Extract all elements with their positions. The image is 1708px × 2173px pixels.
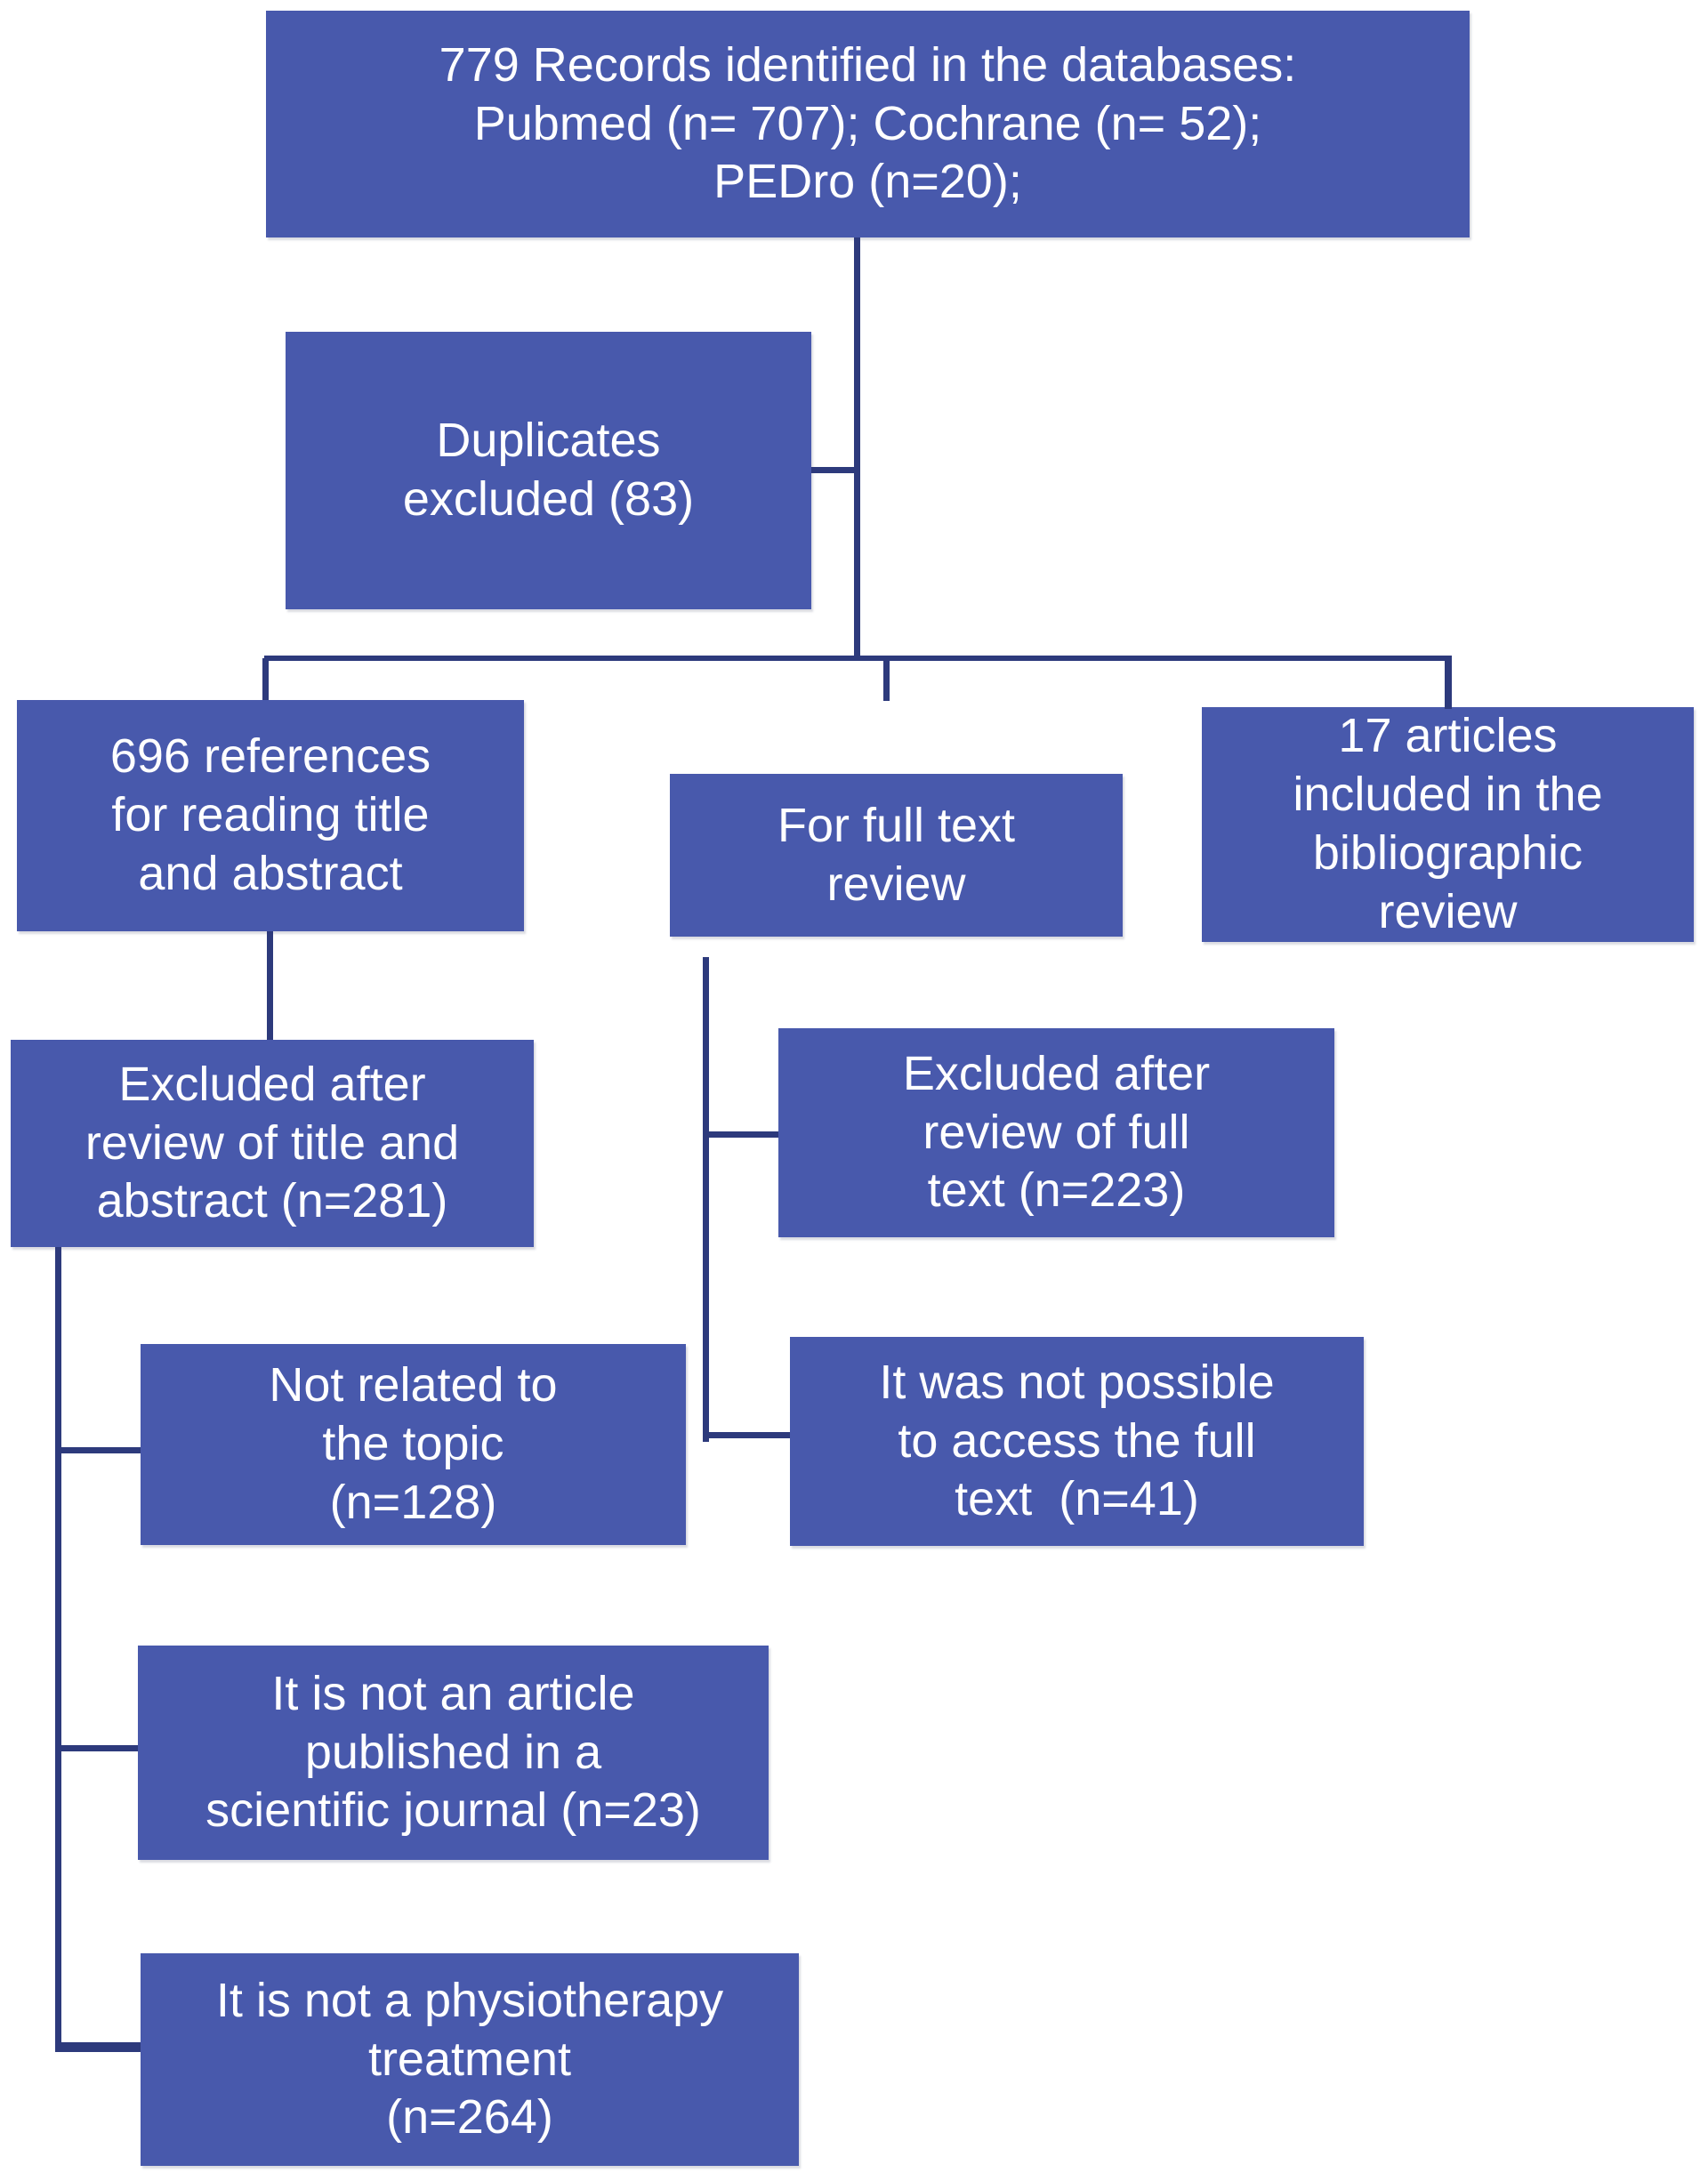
stub-to-articles-included <box>1445 658 1452 709</box>
box-not-scientific-journal: It is not an article published in a scie… <box>138 1646 769 1860</box>
stub-to-full-text-review <box>883 658 890 701</box>
box-excluded-title-abstract: Excluded after review of title and abstr… <box>11 1040 534 1247</box>
elbow-not-physiotherapy <box>55 2042 141 2052</box>
connector-duplicates <box>811 467 860 473</box>
connector-references-to-excluded <box>267 931 273 1040</box>
connector-not-article <box>58 1745 138 1751</box>
box-no-full-text-access: It was not possible to access the full t… <box>790 1337 1364 1546</box>
connector-no-access <box>705 1432 790 1438</box>
box-articles-included: 17 articles included in the bibliographi… <box>1202 707 1694 942</box>
full-text-exclusion-rail <box>703 957 709 1442</box>
box-not-physiotherapy: It is not a physiotherapy treatment (n=2… <box>141 1953 799 2166</box>
box-references-title-abstract: 696 references for reading title and abs… <box>17 700 524 931</box>
box-full-text-review: For full text review <box>670 774 1123 937</box>
stub-to-references <box>262 658 269 700</box>
connector-excluded-full-text <box>705 1131 778 1138</box>
box-duplicates-excluded: Duplicates excluded (83) <box>286 332 811 609</box>
connector-not-related <box>58 1447 141 1453</box>
box-records-identified: 779 Records identified in the databases:… <box>266 11 1470 237</box>
box-excluded-full-text: Excluded after review of full text (n=22… <box>778 1028 1334 1237</box>
box-not-related-topic: Not related to the topic (n=128) <box>141 1344 686 1545</box>
left-exclusion-rail <box>55 1247 61 2051</box>
branch-line <box>264 656 1452 661</box>
connector-records-to-branch <box>854 237 860 660</box>
